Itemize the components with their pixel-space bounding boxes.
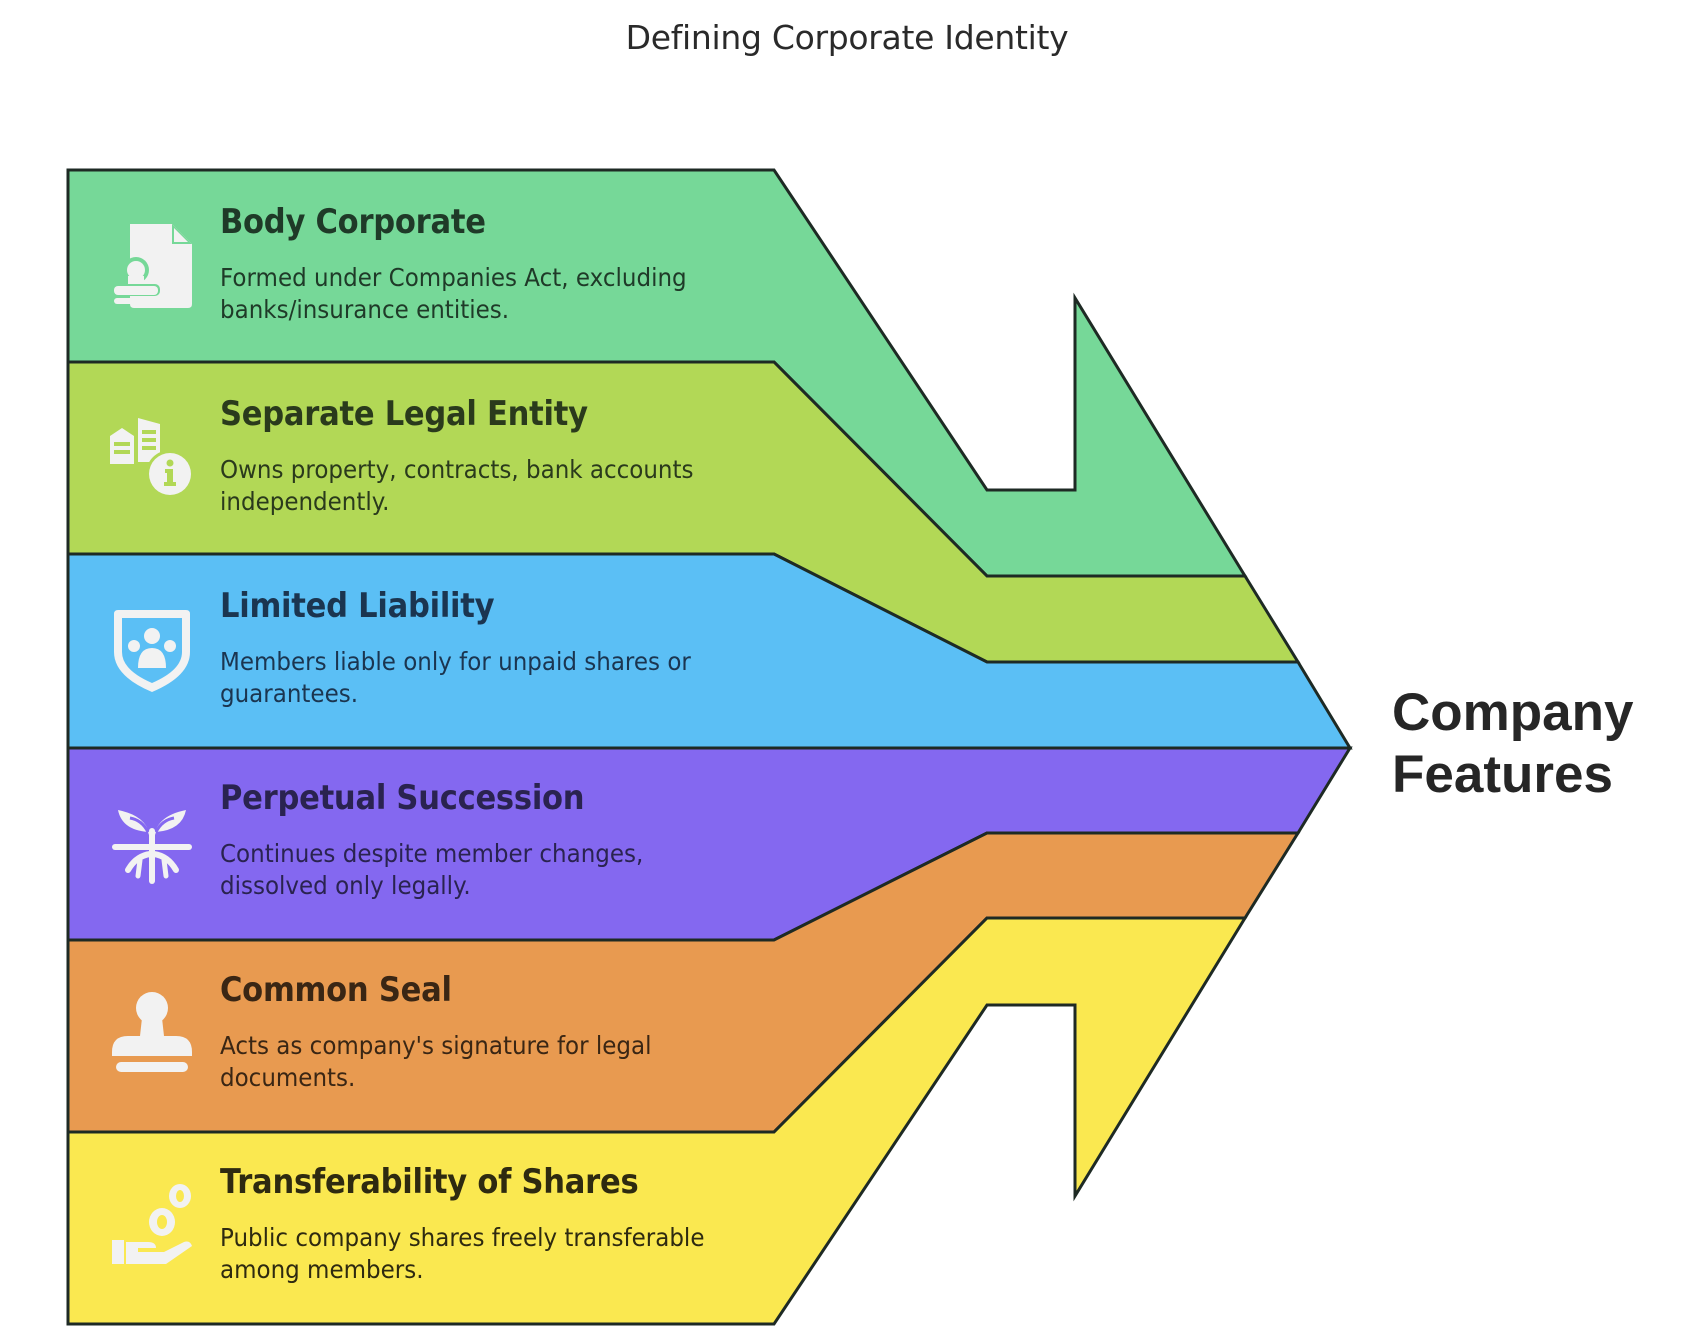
feature-heading: Common Seal [220,970,452,1010]
feature-heading: Perpetual Succession [220,778,585,818]
feature-description: Formed under Companies Act, excluding ba… [220,263,687,324]
feature-item-body-corporate: Body Corporate Formed under Companies Ac… [220,202,780,326]
feature-heading: Limited Liability [220,586,495,626]
feature-description: Members liable only for unpaid shares or… [220,647,691,708]
buildings-info-icon [110,418,194,498]
feature-description: Public company shares freely transferabl… [220,1223,705,1284]
feature-heading: Separate Legal Entity [220,394,588,434]
feature-item-separate-legal-entity: Separate Legal Entity Owns property, con… [220,394,780,518]
shield-people-icon [114,610,190,692]
stamp-icon [112,992,192,1072]
hub-label-line1: Company [1392,683,1634,742]
feature-item-perpetual-succession: Perpetual Succession Continues despite m… [220,778,780,902]
feature-heading: Body Corporate [220,202,486,242]
feature-description: Acts as company's signature for legal do… [220,1031,652,1092]
sprout-roots-icon [112,810,192,884]
feature-heading: Transferability of Shares [220,1162,639,1202]
diagram-title: Defining Corporate Identity [625,18,1069,57]
hub-label-line2: Features [1392,745,1613,804]
feature-item-common-seal: Common Seal Acts as company's signature … [220,970,780,1094]
feature-description: Owns property, contracts, bank accounts … [220,455,694,516]
hand-coins-icon [112,1184,192,1264]
band-transferability-of-shares [66,916,1248,1326]
document-stamp-icon [112,224,192,308]
feature-description: Continues despite member changes, dissol… [220,839,644,900]
hub-label: Company Features [1392,682,1633,806]
feature-item-limited-liability: Limited Liability Members liable only fo… [220,586,780,710]
feature-item-transferability-of-shares: Transferability of Shares Public company… [220,1162,780,1286]
